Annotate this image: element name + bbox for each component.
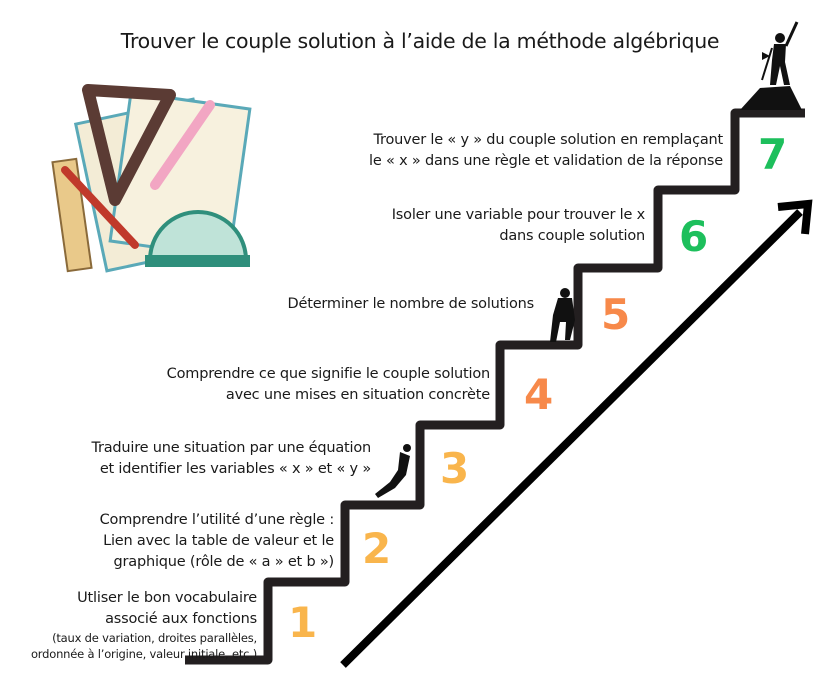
climber-silhouette-icon <box>375 444 411 498</box>
step-number-4: 4 <box>524 370 554 419</box>
protractor-icon <box>147 210 249 262</box>
staircase <box>185 108 805 665</box>
step-1-line: associé aux fonctions <box>105 611 257 627</box>
step-number-7: 7 <box>758 130 788 179</box>
step-1-text: Utliser le bon vocabulaire associé aux f… <box>31 588 257 662</box>
step-4-text: Comprendre ce que signifie le couple sol… <box>166 364 491 406</box>
arrow-head-icon <box>777 199 813 235</box>
step-number-5: 5 <box>601 290 631 339</box>
step-2-line: Lien avec la table de valeur et le <box>103 533 334 549</box>
step-2-text: Comprendre l’utilité d’une règle : Lien … <box>99 510 335 573</box>
step-number-2: 2 <box>362 524 392 573</box>
step-3-line: et identifier les variables « x » et « y… <box>99 461 371 477</box>
step-6-text: Isoler une variable pour trouver le x da… <box>392 205 645 247</box>
step-7-text: Trouver le « y » du couple solution en r… <box>369 130 723 172</box>
step-6-line: Isoler une variable pour trouver le x <box>391 207 645 223</box>
summit-climber-icon <box>740 21 802 110</box>
progress-arrow <box>340 209 803 668</box>
step-number-1: 1 <box>288 598 318 647</box>
math-tools-illustration <box>51 84 252 273</box>
step-2-line: Comprendre l’utilité d’une règle : <box>99 512 335 528</box>
step-4-line: avec une mises en situation concrète <box>225 387 490 403</box>
climber-silhouette-icon <box>550 288 575 342</box>
step-2-line: graphique (rôle de « a » et b ») <box>113 554 335 570</box>
step-5-line: Déterminer le nombre de solutions <box>287 296 535 312</box>
step-3-line: Traduire une situation par une équation <box>91 440 371 456</box>
step-1-detail: (taux de variation, droites parallèles, <box>52 631 257 645</box>
step-5-text: Déterminer le nombre de solutions <box>287 294 535 315</box>
set-square-icon <box>82 84 176 206</box>
step-6-line: dans couple solution <box>499 228 645 244</box>
step-1-detail: ordonnée à l’origine, valeur initiale, e… <box>30 647 257 661</box>
step-number-6: 6 <box>679 212 709 261</box>
step-4-line: Comprendre ce que signifie le couple sol… <box>166 366 491 382</box>
pencil-icon <box>61 166 139 249</box>
step-1-line: Utliser le bon vocabulaire <box>77 590 257 606</box>
step-7-line: Trouver le « y » du couple solution en r… <box>373 132 724 148</box>
page-title: Trouver le couple solution à l’aide de l… <box>120 29 720 53</box>
step-3-text: Traduire une situation par une équation … <box>91 438 371 480</box>
step-number-3: 3 <box>440 444 470 493</box>
step-7-line: le « x » dans une règle et validation de… <box>369 153 723 169</box>
pen-icon <box>150 100 215 190</box>
